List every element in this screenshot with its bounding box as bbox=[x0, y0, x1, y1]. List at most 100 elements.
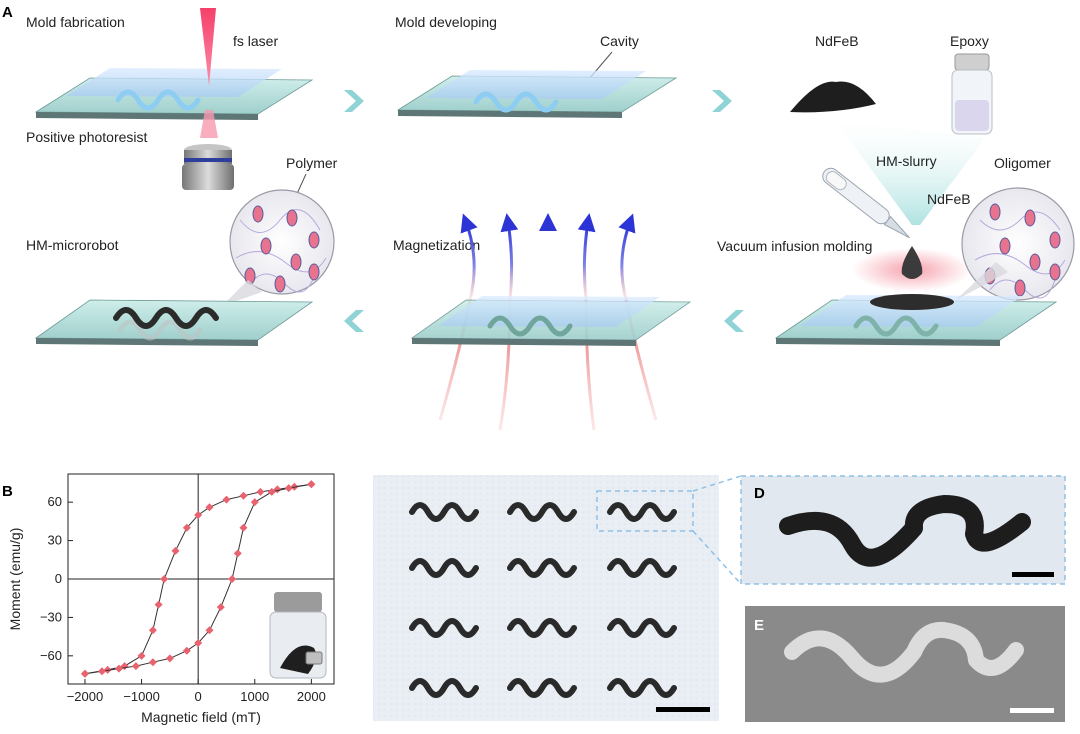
zoom-connector bbox=[692, 530, 742, 585]
panel-label-a: A bbox=[2, 4, 13, 21]
label-mold-fabrication: Mold fabrication bbox=[26, 14, 125, 30]
chevron-right-icon bbox=[344, 90, 364, 112]
zoom-selection-box bbox=[596, 490, 694, 532]
label-cavity: Cavity bbox=[600, 33, 639, 49]
array-helix-icon bbox=[409, 558, 479, 578]
x-axis-label: Magnetic field (mT) bbox=[141, 709, 261, 725]
epoxy-liquid bbox=[955, 100, 989, 131]
array-helix-icon bbox=[607, 502, 677, 522]
label-magnetization: Magnetization bbox=[393, 237, 480, 253]
data-point bbox=[137, 651, 146, 660]
array-helix-icon bbox=[607, 558, 677, 578]
panel-label-d: D bbox=[754, 485, 765, 502]
data-point bbox=[233, 549, 242, 558]
label-ndfeb-powder: NdFeB bbox=[815, 33, 859, 49]
data-point bbox=[182, 646, 191, 655]
array-helix-icon bbox=[507, 678, 577, 698]
x-tick-label: −2000 bbox=[67, 689, 104, 704]
data-point bbox=[114, 664, 123, 673]
array-helix-icon bbox=[409, 502, 479, 522]
step-mold-developing: Mold developing Cavity bbox=[395, 14, 678, 118]
panel-label-e: E bbox=[754, 617, 764, 634]
mold-block bbox=[800, 295, 1022, 327]
data-point bbox=[148, 658, 157, 667]
data-point bbox=[250, 498, 259, 507]
objective-icon bbox=[182, 164, 234, 190]
label-fs-laser: fs laser bbox=[233, 33, 278, 49]
vial-cap-icon bbox=[274, 592, 322, 612]
glass-slide-edge bbox=[776, 338, 1000, 346]
data-point bbox=[256, 487, 265, 496]
sample-vial-photo bbox=[269, 592, 327, 679]
step-slurry-preparation: NdFeB Epoxy HM-slurry Oligomer NdFeB bbox=[790, 33, 1075, 301]
laser-written-helix bbox=[115, 89, 201, 111]
array-helix-icon bbox=[607, 678, 677, 698]
helical-cavity bbox=[473, 91, 559, 113]
slurry-drop-icon bbox=[901, 246, 923, 279]
chart-marks bbox=[80, 480, 316, 678]
step-hm-microrobot: HM-microrobot Polymer bbox=[26, 155, 338, 346]
array-helix-icon bbox=[409, 678, 479, 698]
array-helix-icon bbox=[607, 618, 677, 638]
glass-slide-edge bbox=[36, 338, 258, 346]
data-point bbox=[165, 654, 174, 663]
y-axis-label: Moment (emu/g) bbox=[7, 528, 23, 631]
data-point bbox=[194, 639, 203, 648]
data-point bbox=[267, 487, 276, 496]
data-point bbox=[205, 626, 214, 635]
x-tick-label: 0 bbox=[195, 689, 202, 704]
laser-beam-icon bbox=[200, 8, 216, 86]
label-hm-slurry: HM-slurry bbox=[876, 153, 937, 169]
step-magnetization: Magnetization bbox=[393, 213, 692, 433]
x-tick-label: 1000 bbox=[240, 689, 269, 704]
y-tick-label: −60 bbox=[40, 648, 62, 663]
scale-bar bbox=[1012, 572, 1054, 577]
objective-band bbox=[184, 158, 232, 162]
data-point bbox=[205, 503, 214, 512]
helix-shadow bbox=[117, 319, 203, 341]
data-point bbox=[216, 603, 225, 612]
helix-array bbox=[409, 502, 677, 698]
data-point bbox=[239, 491, 248, 500]
zoom-cone bbox=[956, 262, 1008, 300]
label-hm-microrobot: HM-microrobot bbox=[26, 237, 119, 253]
photoresist-layer bbox=[66, 68, 282, 97]
label-oligomer: Oligomer bbox=[994, 155, 1051, 171]
label-positive-photoresist: Positive photoresist bbox=[26, 129, 148, 145]
x-tick-label: 2000 bbox=[297, 689, 326, 704]
step-mold-fabrication: Mold fabrication fs laser Positive photo… bbox=[26, 8, 314, 190]
label-mold-developing: Mold developing bbox=[395, 14, 497, 30]
data-point bbox=[194, 510, 203, 519]
slurry-funnel bbox=[835, 120, 985, 225]
label-polymer: Polymer bbox=[286, 155, 338, 171]
filled-helix bbox=[853, 315, 939, 337]
data-point bbox=[171, 546, 180, 555]
data-point bbox=[307, 480, 316, 489]
label-vacuum-infusion: Vacuum infusion molding bbox=[717, 238, 872, 254]
array-helix-icon bbox=[507, 618, 577, 638]
y-tick-label: 60 bbox=[48, 494, 62, 509]
glass-slide-edge bbox=[398, 110, 622, 118]
scale-bar bbox=[1010, 708, 1054, 713]
array-helix-icon bbox=[409, 618, 479, 638]
slurry-puddle bbox=[870, 294, 954, 310]
chevron-left-icon bbox=[724, 310, 744, 332]
pipette-icon bbox=[822, 167, 910, 239]
microrobot-helix-icon bbox=[113, 307, 219, 329]
filled-helix bbox=[487, 315, 573, 337]
laser-focus-icon bbox=[200, 110, 218, 138]
y-tick-label: −30 bbox=[40, 609, 62, 624]
label-ndfeb-particle: NdFeB bbox=[927, 191, 971, 207]
data-point bbox=[131, 662, 140, 671]
y-tick-label: 30 bbox=[48, 533, 62, 548]
array-helix-icon bbox=[507, 502, 577, 522]
data-point bbox=[80, 669, 89, 678]
panel-label-b: B bbox=[2, 483, 13, 500]
label-epoxy: Epoxy bbox=[950, 33, 989, 49]
zoomed-helix-icon bbox=[779, 495, 1031, 567]
data-point bbox=[284, 484, 293, 493]
data-point bbox=[228, 575, 237, 583]
